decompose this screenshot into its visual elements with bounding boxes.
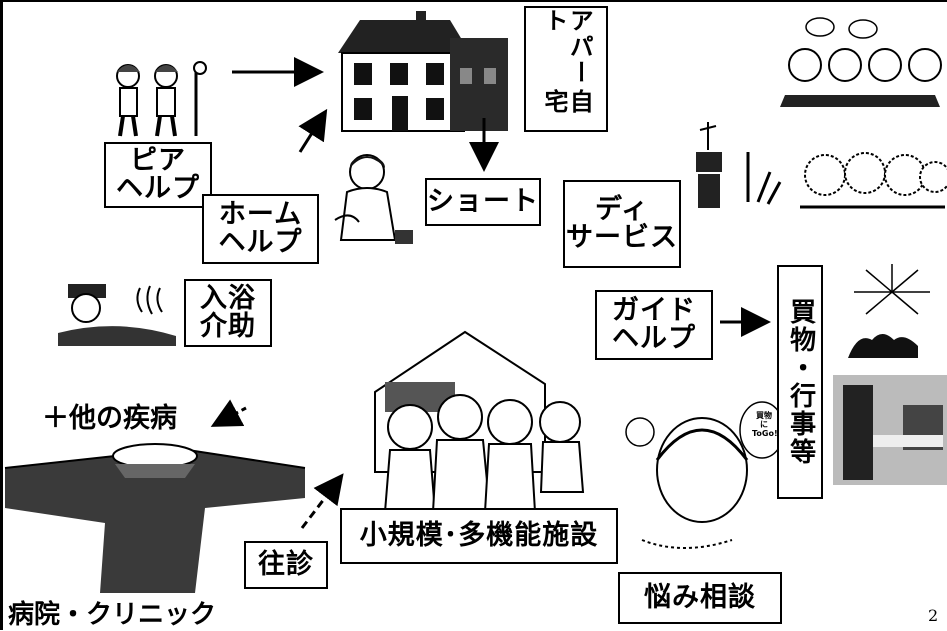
apartment-home-label: アパート 自宅 [524,6,608,132]
hospital-illustration [4,443,306,593]
peer-help-label: ピア ヘルプ [104,142,212,208]
meeting-photo-illustration [833,375,947,485]
small-facility-text: 小規模･多機能施設 [359,519,599,551]
short-stay-text: ショート [427,185,539,217]
hospital-clinic-label: 病院・クリニック [8,600,217,630]
consultation-text: 悩み相談 [644,581,756,613]
trees-illustration [800,152,947,209]
consultation-label: 悩み相談 [618,572,782,624]
small-multifunction-facility-label: 小規模･多機能施設 [340,508,618,564]
home-help-line1: ホーム [218,198,303,230]
facility-group-illustration [374,330,585,513]
home-help-label: ホーム ヘルプ [202,194,319,264]
guide-help-line1: ガイド [612,294,696,326]
shopping-events-label: 買物・行事等 [777,265,823,499]
guide-help-label: ガイド ヘルプ [595,290,713,360]
bathing-illustration [58,284,176,346]
peer-help-line1: ピア [130,144,186,176]
other-illness-label: ＋他の疾病 [42,403,177,434]
apartment-line1: アパート [540,8,594,86]
day-service-line2: サービス [566,222,678,253]
people-talking-illustration [780,17,942,107]
bathing-line1: 入浴 [200,282,256,314]
guide-help-line2: ヘルプ [612,323,696,354]
day-service-label: ディ サービス [563,180,681,268]
home-visit-text: 往診 [258,548,314,580]
fireworks-illustration [848,264,930,358]
plants-illustration [696,122,782,208]
home-helper-illustration [334,154,413,244]
short-stay-label: ショート [425,178,541,226]
speech-bubble-shopping: 買物 に ToGo! [752,411,778,438]
peer-help-people-illustration [116,61,207,137]
page-number: 2 [928,606,939,625]
day-service-line1: ディ [594,193,650,225]
apartment-line2: 自宅 [540,89,594,116]
shopping-events-text: 買物・行事等 [785,298,816,466]
home-visit-label: 往診 [244,541,328,589]
house-illustration [338,11,508,132]
consultation-girl-illustration [625,401,785,549]
bathing-line2: 介助 [200,311,256,342]
home-help-line2: ヘルプ [218,227,303,258]
peer-help-line2: ヘルプ [116,173,200,204]
bathing-assist-label: 入浴 介助 [184,279,272,347]
